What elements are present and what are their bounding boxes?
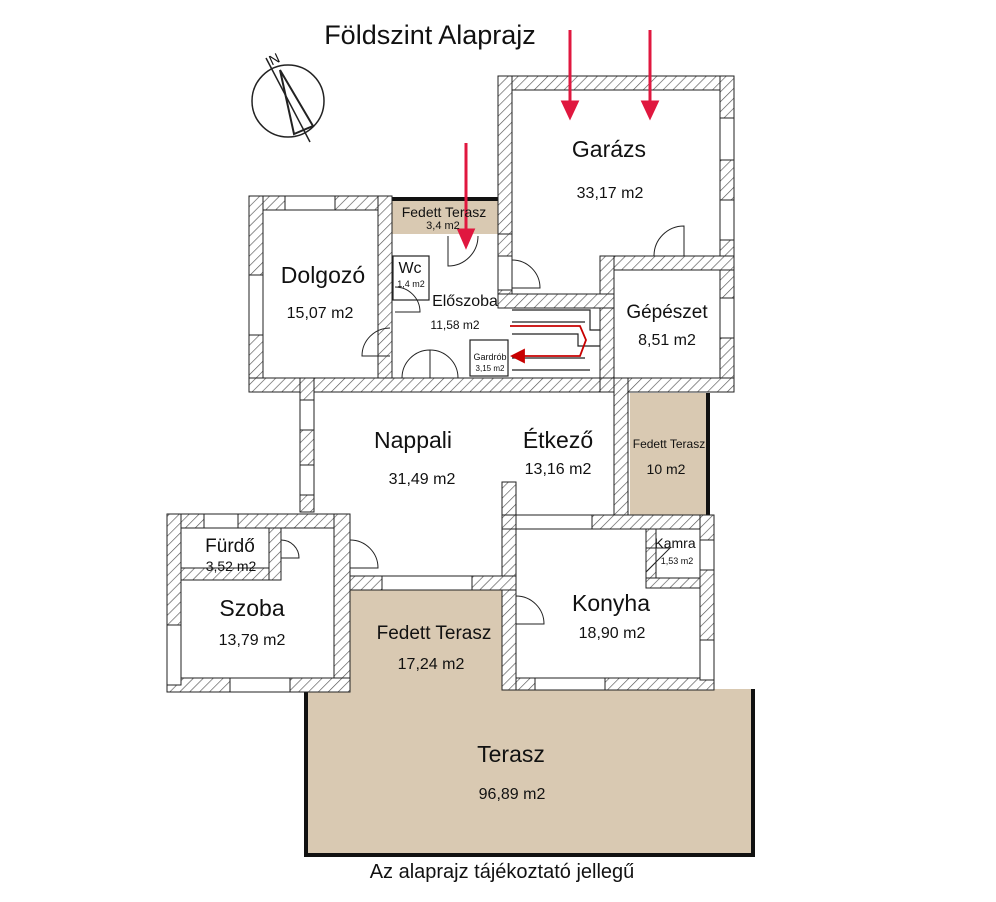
room-eloszoba-name: Előszoba <box>432 293 498 310</box>
room-dolgozo-name: Dolgozó <box>281 262 365 288</box>
room-fedett-terasz-top-name: Fedett Terasz <box>402 204 487 220</box>
room-furdo-name: Fürdő <box>205 536 255 557</box>
room-etkezo-area: 13,16 m2 <box>525 461 592 478</box>
room-terasz-name: Terasz <box>477 741 545 767</box>
room-fedett-terasz-right-area: 10 m2 <box>647 461 686 477</box>
interior-lines <box>392 255 600 377</box>
room-fedett-terasz-right-name: Fedett Terasz <box>633 437 705 451</box>
doors <box>280 225 685 625</box>
room-nappali-name: Nappali <box>374 427 452 453</box>
fedett-terasz-right-area <box>630 393 707 516</box>
room-wc-area: 1,4 m2 <box>397 279 425 289</box>
room-garazs-area: 33,17 m2 <box>577 185 644 202</box>
room-nappali-area: 31,49 m2 <box>389 471 456 488</box>
terasz-area <box>306 689 753 854</box>
room-wc-name: Wc <box>398 260 421 277</box>
fedett-terasz-main-area <box>350 590 512 690</box>
room-kamra-name: Kamra <box>654 535 695 551</box>
garage-entrance-arrow-icon <box>560 100 580 121</box>
room-gepeszet-area: 8,51 m2 <box>638 332 696 349</box>
fedett-terasz-top-area <box>392 200 498 234</box>
room-fedett-terasz-main-area: 17,24 m2 <box>398 656 465 673</box>
room-konyha-name: Konyha <box>572 590 650 616</box>
room-furdo-area: 3,52 m2 <box>206 558 257 574</box>
room-szoba-area: 13,79 m2 <box>219 632 286 649</box>
room-terasz-area: 96,89 m2 <box>479 786 546 803</box>
room-konyha-area: 18,90 m2 <box>579 625 646 642</box>
room-garazs-name: Garázs <box>572 136 646 162</box>
room-etkezo-name: Étkező <box>523 427 593 453</box>
entrance-arrows <box>456 30 660 250</box>
room-dolgozo-area: 15,07 m2 <box>287 305 354 322</box>
main-entrance-arrow-icon <box>456 228 476 250</box>
compass-icon: N <box>251 50 325 143</box>
footer-disclaimer: Az alaprajz tájékoztató jellegű <box>370 861 635 883</box>
plan-title: Földszint Alaprajz <box>324 20 536 50</box>
room-gardrob-area: 3,15 m2 <box>476 364 505 373</box>
stair-arrow-icon <box>509 325 587 364</box>
room-eloszoba-area: 11,58 m2 <box>430 318 479 332</box>
room-kamra-area: 1,53 m2 <box>661 556 694 566</box>
windows <box>166 117 735 693</box>
room-szoba-name: Szoba <box>219 595 284 621</box>
room-fedett-terasz-top-area: 3,4 m2 <box>426 220 460 232</box>
room-gardrob-name: Gardrób <box>473 352 506 362</box>
room-fedett-terasz-main-name: Fedett Terasz <box>377 623 492 644</box>
garage-entrance-arrow-icon-2 <box>640 100 660 121</box>
room-gepeszet-name: Gépészet <box>626 302 708 323</box>
